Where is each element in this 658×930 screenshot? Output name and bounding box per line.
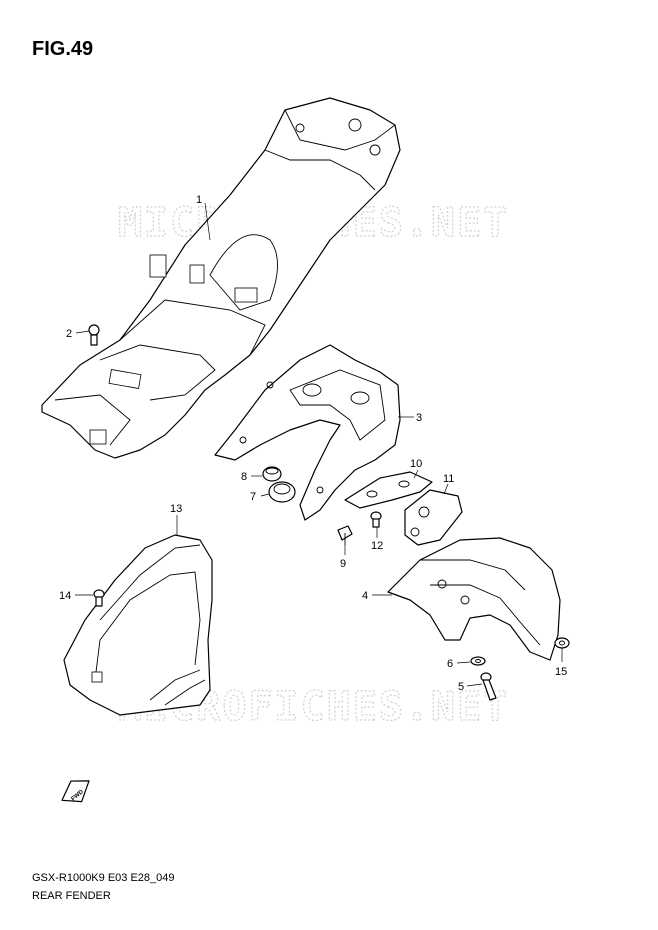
part-12-bolt [370,511,382,528]
part-13-hugger [63,534,213,716]
leader-7 [260,493,270,497]
part-10-plate [344,471,433,509]
callout-4: 4 [362,590,368,602]
callout-14: 14 [59,590,71,602]
part-4-inner-fender [387,537,561,661]
part-6-washer [470,656,486,666]
part-9-screw [337,525,353,545]
leader-5 [466,683,483,687]
part-15-washer [554,637,570,649]
part-5-bolt [480,672,497,701]
leader-1 [204,202,211,241]
part-14-bolt [93,589,105,607]
callout-2: 2 [66,328,72,340]
callout-6: 6 [447,658,453,670]
leader-11 [443,483,449,495]
part-8-cushion [262,466,282,482]
callout-10: 10 [410,458,422,470]
callout-7: 7 [250,491,256,503]
part-11-bracket [404,489,463,546]
callout-15: 15 [555,666,567,678]
part-1-rear-fender-body [41,97,401,459]
callout-9: 9 [340,558,346,570]
fwd-arrow-icon: FWD [61,780,90,803]
figure-name: REAR FENDER [32,890,111,902]
callout-5: 5 [458,681,464,693]
model-code: GSX-R1000K9 E03 E28_049 [32,872,175,884]
callout-8: 8 [241,471,247,483]
callout-1: 1 [196,194,202,206]
leader-10 [413,469,419,479]
part-3-fender-bracket [214,344,401,521]
figure-title: FIG.49 [32,38,94,60]
callout-11: 11 [443,473,454,485]
part-7-grommet [268,481,296,503]
part-2-bolt [88,324,100,346]
callout-13: 13 [170,503,182,515]
leader-6 [456,661,471,664]
callout-12: 12 [371,540,383,552]
callout-3: 3 [416,412,422,424]
leader-2 [75,330,90,334]
